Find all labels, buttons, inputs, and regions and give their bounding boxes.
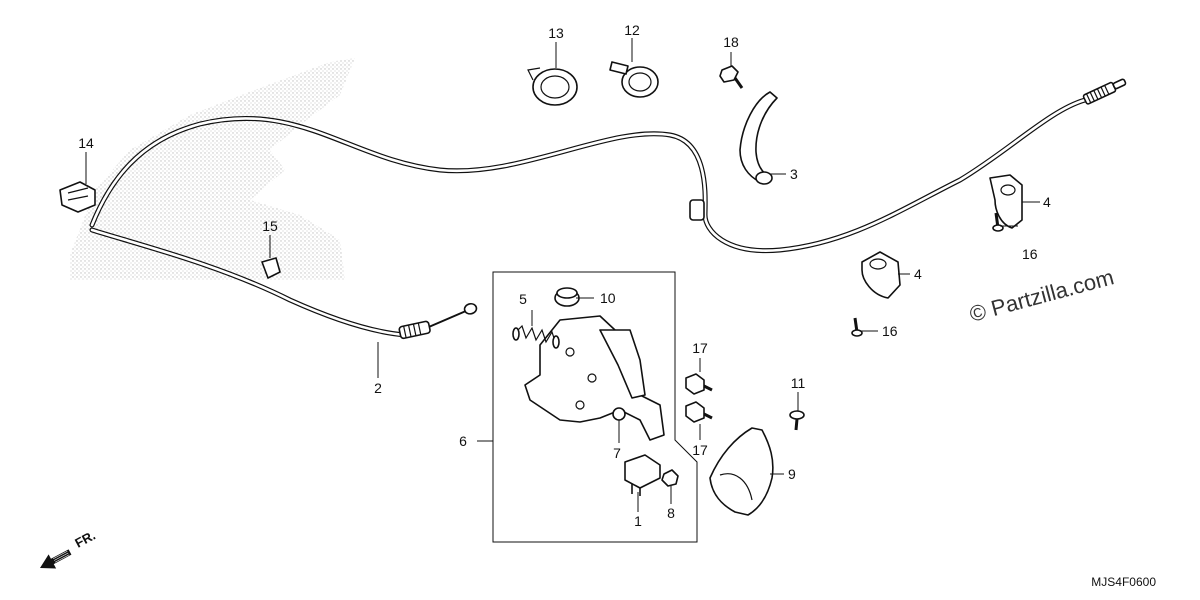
part-11-screw: [789, 410, 805, 431]
direction-label: FR.: [72, 528, 98, 551]
part-10-cap: [554, 287, 580, 307]
callout-14: 14: [78, 135, 94, 151]
part-16-screw-lower: [851, 317, 863, 337]
main-cable: [89, 78, 1127, 340]
part-1-switch: [624, 454, 661, 496]
front-arrow-icon: [40, 549, 72, 569]
callout-2: 2: [374, 380, 382, 396]
callout-5: 5: [519, 291, 527, 307]
callout-16-lower: 16: [882, 323, 898, 339]
part-14-clip: [59, 181, 96, 213]
part-12-tie: [609, 61, 659, 98]
callout-18: 18: [723, 34, 739, 50]
callout-4-lower: 4: [914, 266, 922, 282]
part-5-spring: [512, 324, 560, 349]
callout-16-upper: 16: [1022, 246, 1038, 262]
part-15-clamp: [261, 257, 281, 279]
callout-4-upper: 4: [1043, 194, 1051, 210]
part-4-lower-clamp: [861, 251, 901, 299]
part-4-upper-clamp: [989, 174, 1023, 229]
callout-7: 7: [613, 445, 621, 461]
callout-11: 11: [791, 375, 806, 391]
part-18-bolt: [719, 65, 744, 89]
part-7-collar: [612, 407, 626, 421]
part-13-band: [527, 67, 578, 106]
part-6-assembly: [492, 271, 698, 543]
callout-1: 1: [634, 513, 642, 529]
callout-13: 13: [548, 25, 564, 41]
callout-17-upper: 17: [692, 340, 708, 356]
part-8-nut: [661, 469, 679, 487]
callout-3: 3: [790, 166, 798, 182]
callout-6: 6: [459, 433, 467, 449]
callout-15: 15: [262, 218, 278, 234]
callout-12: 12: [624, 22, 640, 38]
part-17-bolt-lower: [685, 401, 713, 423]
leader-lines: [85, 38, 1040, 512]
part-17-bolt-upper: [685, 373, 713, 395]
callout-17-lower: 17: [692, 442, 708, 458]
part-9-cover: [709, 427, 774, 516]
background-logo: [70, 58, 355, 280]
watermark: © Partzilla.com: [967, 264, 1117, 327]
diagram-code: MJS4F0600: [1091, 575, 1156, 589]
callout-10: 10: [600, 290, 616, 306]
callout-9: 9: [788, 466, 796, 482]
callout-8: 8: [667, 505, 675, 521]
part-3-stay: [739, 91, 778, 185]
